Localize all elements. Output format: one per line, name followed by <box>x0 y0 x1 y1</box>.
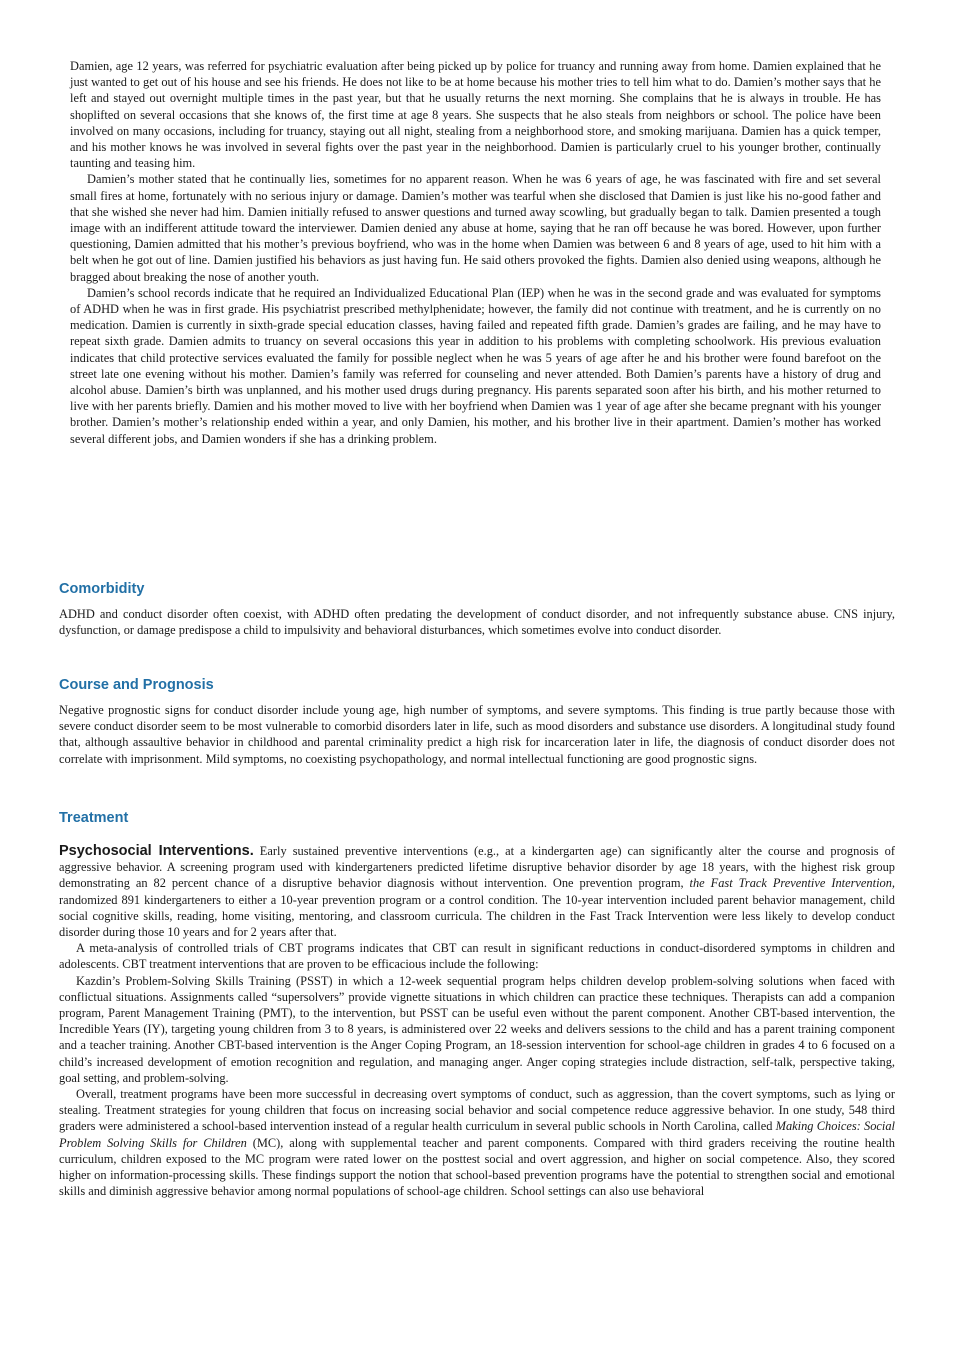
section-comorbidity: Comorbidity ADHD and conduct disorder of… <box>59 580 895 638</box>
treatment-body: Psychosocial Interventions. Early sustai… <box>59 843 895 1199</box>
case-paragraph-2: Damien’s mother stated that he continual… <box>70 172 881 284</box>
case-paragraph-3: Damien’s school records indicate that he… <box>70 285 881 446</box>
psychosocial-text-a: Early sustained preventive interventions… <box>59 844 895 891</box>
comorbidity-paragraph: ADHD and conduct disorder often coexist,… <box>59 607 895 638</box>
overall-text-b: (MC), along with supplemental teacher an… <box>59 1135 895 1199</box>
psst-paragraph: Kazdin’s Problem-Solving Skills Training… <box>59 973 895 1085</box>
course-paragraph: Negative prognostic signs for conduct di… <box>59 703 895 766</box>
case-paragraph-1: Damien, age 12 years, was referred for p… <box>70 59 881 171</box>
psychosocial-run-head: Psychosocial Interventions. <box>59 843 254 859</box>
heading-course-prognosis: Course and Prognosis <box>59 677 214 693</box>
heading-treatment: Treatment <box>59 810 129 826</box>
psychosocial-text-b: randomized 891 kindergarteners to either… <box>59 892 895 940</box>
section-course-prognosis: Course and Prognosis Negative prognostic… <box>59 676 895 767</box>
cbt-meta-paragraph: A meta-analysis of controlled trials of … <box>59 941 895 972</box>
fast-track-program-name: the Fast Track Preventive Intervention, <box>689 876 896 891</box>
heading-comorbidity: Comorbidity <box>59 581 145 597</box>
overall-text-a: Overall, treatment programs have been mo… <box>59 1087 895 1134</box>
overall-paragraph: Overall, treatment programs have been mo… <box>59 1086 895 1199</box>
section-treatment: Treatment Psychosocial Interventions. Ea… <box>59 809 895 1199</box>
case-study-box: Damien, age 12 years, was referred for p… <box>70 58 881 447</box>
making-choices-program-name: Making Choices: Social Problem Solving S… <box>59 1119 895 1150</box>
psychosocial-paragraph: Psychosocial Interventions. Early sustai… <box>59 843 895 940</box>
